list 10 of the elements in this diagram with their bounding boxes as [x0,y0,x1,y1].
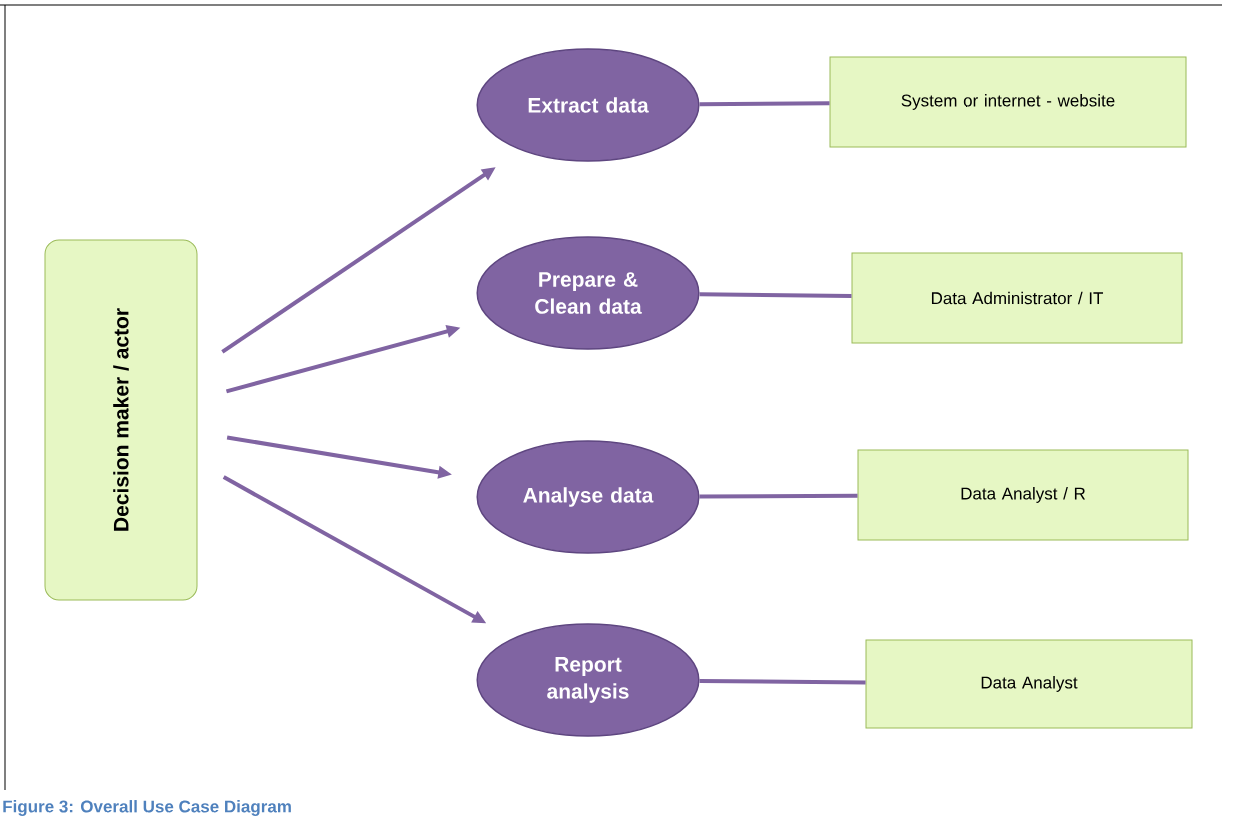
caption: Figure 3: Overall Use Case Diagram [3,800,291,816]
tool-box: Data Administrator / IT [851,252,1183,344]
tool-box: System or internet - website [829,56,1187,148]
tool-box: Data Analyst / R [857,449,1189,541]
connector-line [699,493,858,499]
connector-line [699,292,852,299]
connector-line [699,679,866,685]
connector-line [699,101,830,107]
actor-box: Decision maker / actor [44,239,198,601]
tool-box: Data Analyst [865,639,1193,729]
